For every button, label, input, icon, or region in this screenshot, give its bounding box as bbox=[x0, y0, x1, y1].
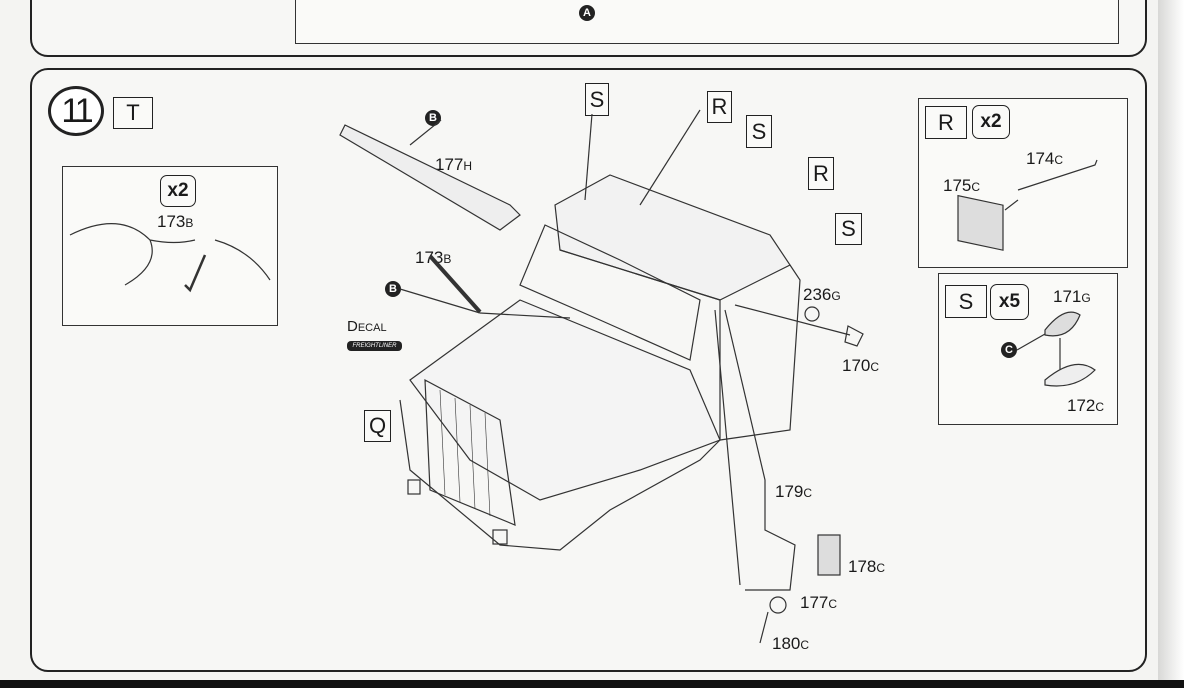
hands-illustration bbox=[69, 223, 271, 286]
sprue: C bbox=[971, 180, 981, 194]
subassembly-r-qty: x2 bbox=[972, 105, 1010, 139]
sprue: C bbox=[800, 638, 810, 652]
part-label-173b-inset: 173B bbox=[157, 212, 193, 232]
sprue: G bbox=[831, 289, 841, 303]
sprue: B bbox=[443, 252, 452, 266]
sprue: C bbox=[1054, 153, 1064, 167]
sprue: C bbox=[876, 561, 886, 575]
decal-label: Decal bbox=[347, 318, 387, 335]
fender bbox=[399, 399, 721, 551]
sprue: C bbox=[870, 360, 880, 374]
part-num: 174 bbox=[1026, 149, 1055, 168]
callout-s-3: S bbox=[835, 213, 862, 245]
sprue: B bbox=[185, 216, 194, 230]
part-num: 179 bbox=[775, 482, 804, 501]
marker-a: A bbox=[579, 5, 595, 21]
part-label-178c: 178C bbox=[848, 557, 885, 577]
windshield bbox=[519, 224, 701, 361]
step-number-text: 11 bbox=[61, 91, 93, 130]
callout-q: Q bbox=[364, 410, 391, 442]
cab-roof bbox=[554, 174, 791, 301]
part-label-174c: 174C bbox=[1026, 149, 1063, 169]
callout-s-2: S bbox=[746, 115, 772, 148]
part-num: 178 bbox=[848, 557, 877, 576]
part-label-177h: 177H bbox=[435, 155, 472, 175]
part-label-170c: 170C bbox=[842, 356, 879, 376]
sprue: C bbox=[803, 486, 813, 500]
callout-r-2: R bbox=[808, 157, 834, 190]
sprue: C bbox=[828, 597, 838, 611]
wiper-part bbox=[428, 254, 482, 314]
part-label-177c: 177C bbox=[800, 593, 837, 613]
part-num: 175 bbox=[943, 176, 972, 195]
part-num: 171 bbox=[1053, 287, 1082, 306]
grille bbox=[424, 378, 516, 526]
step-code-box: T bbox=[113, 97, 153, 129]
marker-c: C bbox=[1001, 342, 1017, 358]
mirror-arm bbox=[714, 309, 796, 591]
previous-step-inset bbox=[295, 0, 1119, 44]
marker-b-wiper: B bbox=[385, 281, 401, 297]
callout-s-1: S bbox=[585, 83, 609, 116]
part-label-175c: 175C bbox=[943, 176, 980, 196]
part-num: 180 bbox=[772, 634, 801, 653]
callout-r-1: R bbox=[707, 91, 732, 123]
freightliner-decal: FREIGHTLINER bbox=[347, 341, 402, 351]
part-label-179c: 179C bbox=[775, 482, 812, 502]
page-edge bbox=[1158, 0, 1184, 688]
subassembly-s-code: S bbox=[945, 285, 987, 318]
sun-visor bbox=[339, 124, 521, 231]
step-number: 11 bbox=[48, 86, 104, 136]
sprue: G bbox=[1081, 291, 1091, 305]
qty-badge: x2 bbox=[160, 175, 196, 207]
part-label-236g: 236G bbox=[803, 285, 841, 305]
part-label-171g: 171G bbox=[1053, 287, 1091, 307]
part-num: 177 bbox=[435, 155, 464, 174]
mirror-glass bbox=[817, 534, 841, 576]
part-label-172c: 172C bbox=[1067, 396, 1104, 416]
part-num: 172 bbox=[1067, 396, 1096, 415]
subassembly-s-qty: x5 bbox=[990, 284, 1029, 320]
part-num: 173 bbox=[157, 212, 186, 231]
part-num: 177 bbox=[800, 593, 829, 612]
hood bbox=[409, 299, 721, 501]
subassembly-r-code: R bbox=[925, 106, 967, 139]
part-num: 236 bbox=[803, 285, 832, 304]
part-label-180c: 180C bbox=[772, 634, 809, 654]
part-num: 170 bbox=[842, 356, 871, 375]
grille-bars bbox=[439, 389, 491, 517]
marker-b-visor: B bbox=[425, 110, 441, 126]
sprue: C bbox=[1095, 400, 1105, 414]
bottom-edge bbox=[0, 680, 1184, 688]
sprue: H bbox=[463, 159, 473, 173]
